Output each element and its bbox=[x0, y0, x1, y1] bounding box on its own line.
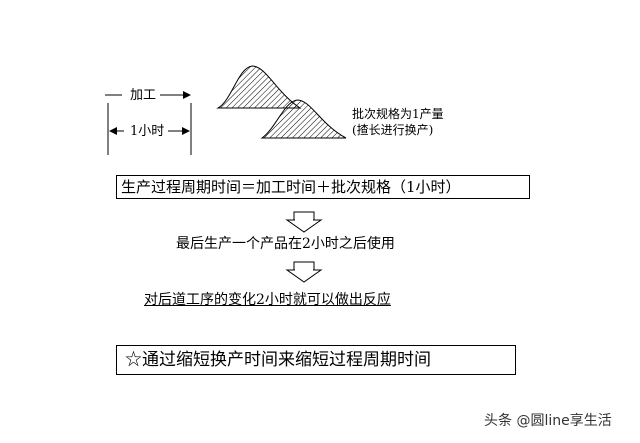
cycle-time-formula-box: 生产过程周期时间＝加工时间＋批次规格（1小时） bbox=[116, 175, 530, 199]
watermark: 头条 @圆line享生活 bbox=[484, 413, 612, 429]
response-note: 对后道工序的变化2小时就可以做出反应 bbox=[144, 292, 391, 308]
processing-peak-1 bbox=[216, 65, 302, 109]
processing-peak-2 bbox=[260, 99, 347, 139]
batch-label-line1: 批次规格为1产量 bbox=[352, 107, 444, 121]
down-arrow-1 bbox=[285, 211, 323, 233]
conclusion-box: ☆通过缩短换产时间来缩短过程周期时间 bbox=[116, 345, 516, 375]
down-arrow-2 bbox=[285, 261, 323, 283]
duration-arrow bbox=[109, 127, 190, 135]
processing-label: 加工 bbox=[130, 88, 157, 103]
duration-label: 1小时 bbox=[130, 124, 165, 139]
processing-arrow bbox=[105, 91, 191, 99]
batch-label-line2: (揸长进行换产) bbox=[352, 123, 434, 137]
after-use-note: 最后生产一个产品在2小时之后使用 bbox=[176, 236, 395, 252]
